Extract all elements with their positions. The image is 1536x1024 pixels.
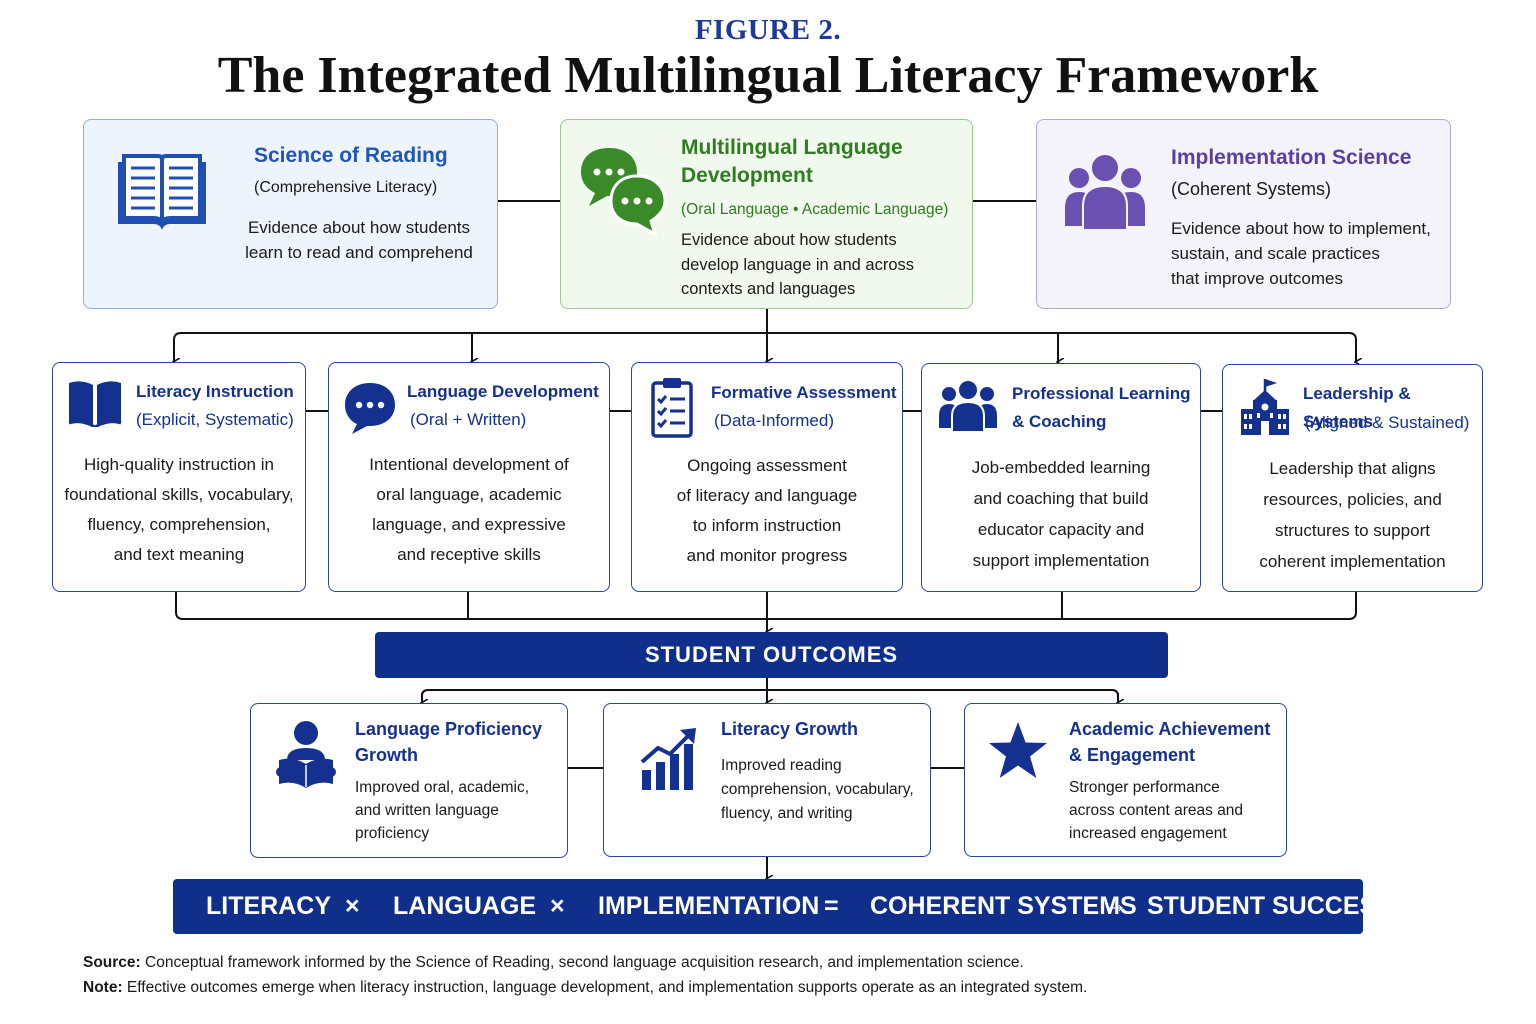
formula-times-sign: × xyxy=(550,892,565,920)
foundation-body: Evidence about how students learn to rea… xyxy=(245,218,473,262)
component-subtitle: (Oral + Written) xyxy=(410,410,527,429)
school-building-icon xyxy=(1241,379,1289,435)
outcome-academic-achievement: Academic Achievement & Engagement Strong… xyxy=(964,703,1287,857)
page-title: The Integrated Multilingual Literacy Fra… xyxy=(217,47,1319,104)
foundation-title: Science of Reading xyxy=(254,144,448,167)
general-note: Note: Effective outcomes emerge when lit… xyxy=(83,979,1088,996)
foundation-multilingual-language-development: Multilingual Language Development (Oral … xyxy=(560,119,973,309)
component-title: Formative Assessment xyxy=(711,383,897,402)
figure-label: FIGURE 2. xyxy=(694,14,842,46)
component-subtitle: (Explicit, Systematic) xyxy=(136,410,294,429)
outcome-title: Literacy Growth xyxy=(721,719,859,739)
formula-bar: LITERACY × LANGUAGE × IMPLEMENTATION = C… xyxy=(173,879,1393,934)
star-icon xyxy=(989,722,1047,778)
clipboard-checklist-icon xyxy=(651,378,693,438)
outcome-body: Improved oral, academic, and written lan… xyxy=(355,779,530,842)
foundation-subtitle: (Comprehensive Literacy) xyxy=(254,179,438,196)
foundation-title: Multilingual Language Development xyxy=(681,136,903,187)
foundation-body: Evidence about how to implement, sustain… xyxy=(1171,219,1431,288)
component-literacy-instruction: Literacy Instruction (Explicit, Systemat… xyxy=(52,362,306,592)
growth-chart-icon xyxy=(640,728,696,790)
component-language-development: Language Development (Oral + Written) In… xyxy=(328,362,610,592)
component-formative-assessment: Formative Assessment (Data-Informed) Ong… xyxy=(631,362,903,592)
outcome-body: Stronger performance across content area… xyxy=(1069,779,1244,842)
outcome-body: Improved reading comprehension, vocabula… xyxy=(721,757,914,822)
chat-bubbles-icon xyxy=(581,148,667,238)
component-professional-learning: Professional Learning & Coaching Job-emb… xyxy=(921,363,1201,592)
formula-student-success: STUDENT SUCCESS xyxy=(1147,892,1393,920)
component-subtitle: (Aligned & Sustained) xyxy=(1305,413,1470,432)
outcome-title: Language Proficiency Growth xyxy=(355,719,543,765)
component-title: Language Development xyxy=(407,382,599,401)
source-note: Source: Conceptual framework informed by… xyxy=(83,954,1024,971)
arrow-right-icon: → xyxy=(1103,890,1128,918)
component-title: Leadership & Systems xyxy=(1303,384,1411,431)
foundation-body: Evidence about how students develop lang… xyxy=(681,231,915,298)
formula-language: LANGUAGE xyxy=(393,892,537,920)
formula-equals-sign: = xyxy=(824,892,839,920)
book-icon xyxy=(68,381,122,427)
outcome-title: Academic Achievement & Engagement xyxy=(1069,719,1271,765)
foundation-title: Implementation Science xyxy=(1171,146,1412,169)
formula-literacy: LITERACY xyxy=(206,892,331,920)
foundation-subtitle: (Coherent Systems) xyxy=(1171,179,1332,199)
formula-coherent-systems: COHERENT SYSTEMS xyxy=(870,892,1137,920)
outcome-literacy-growth: Literacy Growth Improved reading compreh… xyxy=(603,703,931,857)
open-book-icon xyxy=(118,154,206,230)
people-group-icon xyxy=(1065,153,1145,231)
formula-implementation: IMPLEMENTATION xyxy=(598,892,820,920)
student-outcomes-header: STUDENT OUTCOMES xyxy=(375,632,1168,678)
component-subtitle: (Data-Informed) xyxy=(714,411,834,430)
foundation-science-of-reading: Science of Reading (Comprehensive Litera… xyxy=(83,119,498,309)
people-icon xyxy=(939,379,997,433)
component-leadership-systems: Leadership & Systems (Aligned & Sustaine… xyxy=(1222,364,1483,592)
component-title: Professional Learning & Coaching xyxy=(1012,384,1191,431)
outcome-language-proficiency: Language Proficiency Growth Improved ora… xyxy=(250,703,568,858)
formula-times-sign: × xyxy=(345,892,360,920)
speech-bubble-icon xyxy=(345,383,395,434)
foundation-subtitle: (Oral Language • Academic Language) xyxy=(681,201,949,218)
student-reading-icon xyxy=(276,721,336,788)
component-title: Literacy Instruction xyxy=(136,382,294,401)
foundation-implementation-science: Implementation Science (Coherent Systems… xyxy=(1036,119,1451,309)
